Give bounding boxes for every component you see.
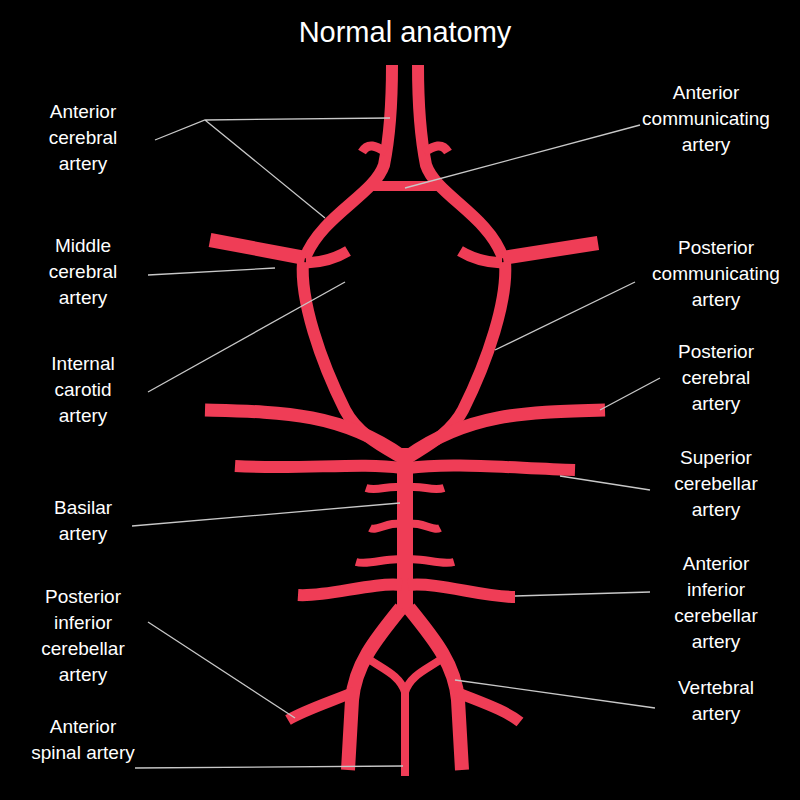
leader-line: [515, 592, 650, 596]
internal-carotid-left: [306, 251, 348, 263]
middle-cerebral-right: [503, 243, 598, 258]
superior-cerebellar-left: [235, 466, 402, 468]
vertebral-right: [409, 608, 462, 770]
artery-label: Basilar artery: [28, 495, 138, 547]
posterior-inferior-cerebellar-left: [288, 692, 354, 720]
leader-line: [135, 766, 403, 768]
anterior-cerebral-left: [305, 65, 392, 258]
artery-label: Internal carotid artery: [28, 351, 138, 429]
anterior-communicating: [372, 181, 438, 191]
vessels: [205, 65, 605, 776]
anterior-inferior-cerebellar-right: [408, 585, 515, 597]
leader-line: [495, 282, 635, 350]
artery-label: Anterior spinal artery: [28, 714, 138, 766]
aca-branch: [362, 146, 386, 152]
leader-line: [600, 378, 660, 410]
internal-carotid-right: [460, 251, 502, 263]
posterior-cerebral-right: [408, 410, 605, 456]
artery-label: Anterior cerebral artery: [28, 99, 138, 177]
artery-label: Anterior communicating artery: [631, 80, 781, 158]
anterior-inferior-cerebellar-left: [298, 585, 402, 596]
leader-line: [155, 118, 390, 218]
artery-label: Superior cerebellar artery: [661, 445, 771, 523]
leader-line: [148, 268, 275, 275]
anterior-cerebral-right: [418, 65, 503, 258]
artery-label: Anterior inferior cerebellar artery: [661, 551, 771, 655]
posterior-inferior-cerebellar-right: [456, 692, 520, 722]
leader-line: [132, 503, 400, 526]
artery-label: Vertebral artery: [661, 675, 771, 727]
leader-line: [148, 282, 345, 392]
superior-cerebellar-right: [408, 465, 575, 470]
leader-line: [455, 680, 655, 708]
leader-lines: [132, 118, 660, 768]
artery-label: Posterior communicating artery: [641, 235, 791, 313]
diagram-title: Normal anatomy: [0, 14, 800, 50]
middle-cerebral-left: [210, 240, 305, 258]
leader-line: [560, 476, 650, 490]
artery-label: Middle cerebral artery: [28, 233, 138, 311]
posterior-cerebral-left: [205, 410, 402, 456]
leader-line: [405, 125, 640, 188]
artery-label: Posterior inferior cerebellar artery: [28, 584, 138, 688]
anterior-spinal: [370, 660, 440, 776]
leader-line: [148, 622, 295, 718]
vertebral-left: [348, 608, 401, 770]
aca-branch: [424, 146, 448, 152]
artery-label: Posterior cerebral artery: [661, 339, 771, 417]
